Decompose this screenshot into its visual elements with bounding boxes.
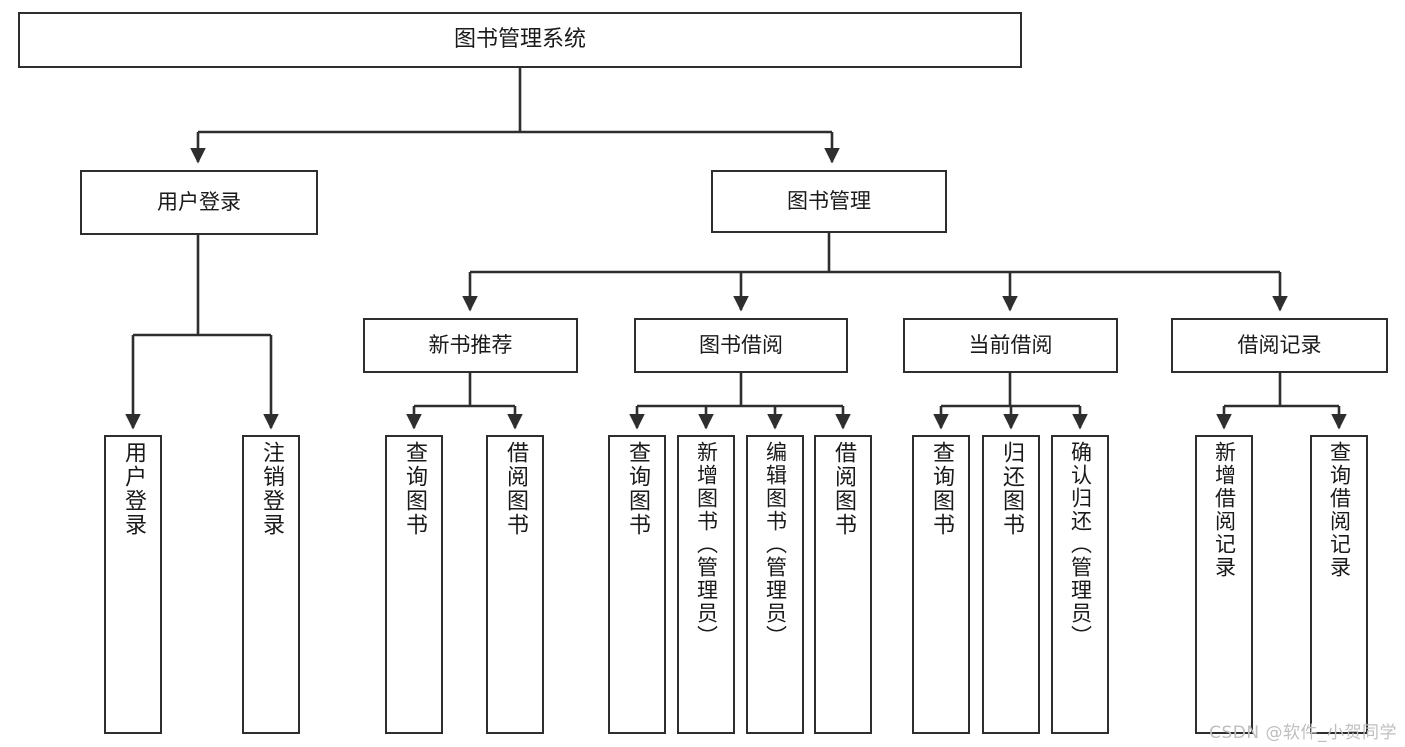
node-label: 编辑图书（管理员） [763,441,788,648]
node-label: 新增借阅记录 [1212,441,1237,579]
leaf-book-borrow-edit-book-admin[interactable]: 编辑图书（管理员） [746,435,804,734]
csdn-watermark: CSDN @软件_小贺同学 [1209,723,1397,743]
node-label: 借阅图书 [503,441,528,537]
leaf-new-book-query-book[interactable]: 查询图书 [385,435,443,734]
node-label: 确认归还（管理员） [1068,441,1093,648]
node-label: 新增图书（管理员） [694,441,719,648]
leaf-current-borrow-confirm-return-admin[interactable]: 确认归还（管理员） [1051,435,1109,734]
node-user-login[interactable]: 用户登录 [80,170,318,235]
leaf-book-borrow-borrow-book[interactable]: 借阅图书 [814,435,872,734]
leaf-book-borrow-add-book-admin[interactable]: 新增图书（管理员） [677,435,735,734]
node-label: 查询图书 [402,441,427,537]
node-borrow-records[interactable]: 借阅记录 [1171,318,1388,373]
node-label: 用户登录 [121,441,146,537]
node-label: 借阅图书 [831,441,856,537]
leaf-borrow-records-add-record[interactable]: 新增借阅记录 [1195,435,1253,734]
node-current-borrow[interactable]: 当前借阅 [903,318,1118,373]
leaf-book-borrow-query-book[interactable]: 查询图书 [608,435,666,734]
leaf-borrow-records-query-record[interactable]: 查询借阅记录 [1310,435,1368,734]
node-book-borrow[interactable]: 图书借阅 [634,318,848,373]
node-root-book-management-system[interactable]: 图书管理系统 [18,12,1022,68]
node-label: 查询图书 [625,441,650,537]
leaf-user-login-logout[interactable]: 注销登录 [242,435,300,734]
node-label: 新书推荐 [428,333,513,358]
node-new-book-recommend[interactable]: 新书推荐 [363,318,578,373]
leaf-current-borrow-query-book[interactable]: 查询图书 [912,435,970,734]
node-label: 用户登录 [157,190,241,215]
leaf-new-book-borrow-book[interactable]: 借阅图书 [486,435,544,734]
node-label: 图书管理系统 [453,27,586,53]
node-label: 查询借阅记录 [1327,441,1352,579]
node-label: 借阅记录 [1237,333,1322,358]
leaf-user-login-login[interactable]: 用户登录 [104,435,162,734]
node-label: 图书借阅 [699,333,783,358]
node-label: 图书管理 [787,189,871,214]
node-label: 查询图书 [929,441,954,537]
leaf-current-borrow-return-book[interactable]: 归还图书 [982,435,1040,734]
node-book-management[interactable]: 图书管理 [711,170,947,233]
node-label: 当前借阅 [968,333,1053,358]
node-label: 注销登录 [259,441,284,537]
node-label: 归还图书 [999,441,1024,537]
